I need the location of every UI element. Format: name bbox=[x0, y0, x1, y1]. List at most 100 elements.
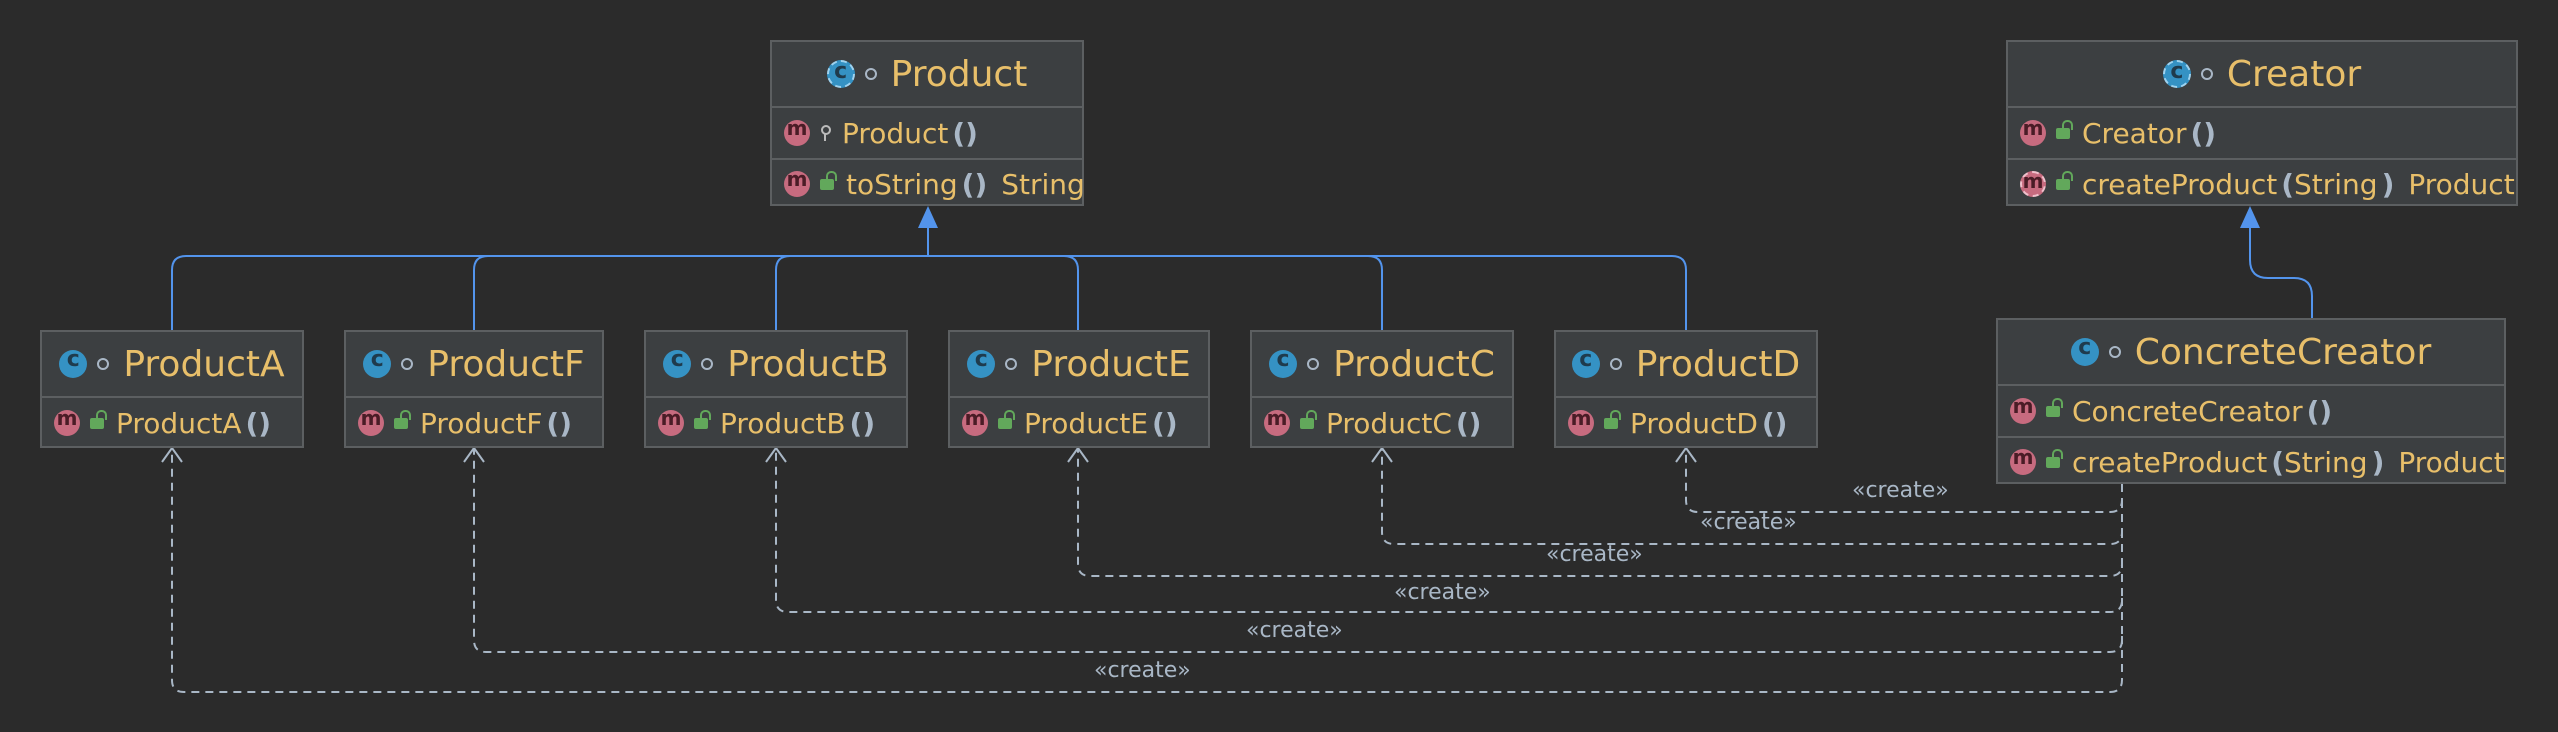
method-name: ProductB bbox=[720, 406, 846, 440]
dep-label-b: «create» bbox=[1394, 580, 1491, 605]
method-row[interactable]: toString() String bbox=[772, 160, 1085, 208]
dep-label-e: «create» bbox=[1546, 542, 1643, 567]
class-creator[interactable]: Creator Creator() createProduct(String) … bbox=[2006, 40, 2518, 206]
class-header: ProductB bbox=[646, 332, 906, 398]
class-concrete-creator[interactable]: ConcreteCreator ConcreteCreator() create… bbox=[1996, 318, 2506, 484]
class-icon bbox=[1269, 347, 1298, 378]
class-name: ProductA bbox=[123, 343, 285, 385]
paren-open: ( bbox=[2281, 167, 2294, 201]
dep-arrow-e bbox=[1067, 446, 1089, 463]
method-icon bbox=[784, 116, 810, 146]
return-type: Product bbox=[2398, 445, 2505, 479]
paren-open: ( bbox=[2271, 445, 2284, 479]
class-icon bbox=[663, 347, 692, 378]
lock-open-icon bbox=[694, 409, 711, 429]
class-header: ConcreteCreator bbox=[1998, 320, 2504, 386]
class-product-e[interactable]: ProductE ProductE() bbox=[948, 330, 1210, 448]
method-row[interactable]: ProductD() bbox=[1556, 398, 1816, 448]
method-icon bbox=[2010, 394, 2036, 424]
inherit-edge-e bbox=[1063, 255, 1079, 330]
class-icon bbox=[1571, 347, 1600, 378]
parens: () bbox=[1152, 406, 1178, 440]
class-name: ProductE bbox=[1031, 343, 1191, 385]
class-header: ProductD bbox=[1556, 332, 1816, 398]
method-name: ProductE bbox=[1024, 406, 1149, 440]
method-row[interactable]: ProductE() bbox=[950, 398, 1208, 448]
method-icon bbox=[784, 167, 810, 197]
param-type: String bbox=[2294, 167, 2378, 201]
method-icon bbox=[962, 406, 988, 436]
method-row[interactable]: Creator() bbox=[2008, 108, 2516, 160]
class-product-a[interactable]: ProductA ProductA() bbox=[40, 330, 304, 448]
abstract-class-icon bbox=[2162, 59, 2191, 88]
class-product[interactable]: Product Product() toString() String bbox=[770, 40, 1085, 208]
method-row[interactable]: createProduct(String) Product bbox=[1998, 438, 2505, 486]
method-name: ConcreteCreator bbox=[2072, 394, 2303, 428]
parens: () bbox=[2306, 394, 2333, 428]
method-row[interactable]: ProductC() bbox=[1252, 398, 1512, 448]
dep-label-c: «create» bbox=[1700, 510, 1797, 535]
method-icon bbox=[1264, 406, 1290, 436]
method-icon bbox=[658, 406, 684, 436]
visibility-dot-icon bbox=[701, 358, 714, 370]
inherit-edge-c bbox=[1367, 255, 1383, 330]
visibility-dot-icon bbox=[1005, 358, 1018, 370]
method-name: ProductD bbox=[1630, 406, 1758, 440]
class-header: ProductA bbox=[42, 332, 302, 398]
inherit-edge-concrete bbox=[2249, 220, 2313, 318]
visibility-dot-icon bbox=[2108, 346, 2121, 358]
class-header: ProductE bbox=[950, 332, 1208, 398]
method-name: Product bbox=[842, 116, 949, 150]
class-header: ProductF bbox=[346, 332, 602, 398]
lock-open-icon bbox=[2056, 170, 2073, 190]
method-name: toString bbox=[846, 167, 958, 201]
method-name: Creator bbox=[2082, 116, 2187, 150]
inherit-arrow-product bbox=[918, 206, 938, 228]
key-icon bbox=[820, 125, 831, 141]
method-row[interactable]: ConcreteCreator() bbox=[1998, 386, 2504, 438]
class-product-c[interactable]: ProductC ProductC() bbox=[1250, 330, 1514, 448]
method-name: ProductA bbox=[116, 406, 242, 440]
dep-arrow-f bbox=[463, 446, 485, 463]
parens: () bbox=[1761, 406, 1788, 440]
dep-label-a: «create» bbox=[1094, 658, 1191, 683]
dep-label-d: «create» bbox=[1852, 478, 1949, 503]
parens: () bbox=[2190, 116, 2217, 150]
abstract-class-icon bbox=[826, 59, 855, 88]
class-product-f[interactable]: ProductF ProductF() bbox=[344, 330, 604, 448]
inherit-arrow-creator bbox=[2240, 206, 2260, 228]
class-icon bbox=[363, 347, 392, 378]
method-row[interactable]: ProductB() bbox=[646, 398, 906, 448]
class-name: ProductC bbox=[1333, 343, 1495, 385]
abstract-method-icon bbox=[2020, 169, 2046, 197]
class-header: ProductC bbox=[1252, 332, 1512, 398]
parens: () bbox=[1455, 406, 1482, 440]
lock-open-icon bbox=[1300, 409, 1317, 429]
paren-close: ) bbox=[2381, 167, 2395, 201]
method-icon bbox=[2020, 116, 2046, 146]
parens: () bbox=[952, 116, 978, 150]
inheritance-edges bbox=[171, 220, 2313, 330]
method-name: ProductC bbox=[1326, 406, 1452, 440]
method-row[interactable]: ProductF() bbox=[346, 398, 602, 448]
class-icon bbox=[967, 347, 996, 378]
class-product-d[interactable]: ProductD ProductD() bbox=[1554, 330, 1818, 448]
class-product-b[interactable]: ProductB ProductB() bbox=[644, 330, 908, 448]
class-header: Creator bbox=[2008, 42, 2516, 108]
method-row[interactable]: ProductA() bbox=[42, 398, 302, 448]
lock-open-icon bbox=[2046, 448, 2063, 468]
dep-arrow-c bbox=[1371, 446, 1393, 463]
dependency-edges bbox=[171, 448, 2123, 693]
method-icon bbox=[54, 406, 80, 436]
visibility-dot-icon bbox=[864, 68, 877, 80]
visibility-dot-icon bbox=[2200, 68, 2213, 80]
class-icon bbox=[2070, 335, 2099, 366]
lock-open-icon bbox=[998, 409, 1015, 429]
return-type: Product bbox=[2408, 167, 2515, 201]
parens: () bbox=[961, 167, 988, 201]
dep-arrow-a bbox=[161, 446, 183, 463]
class-name: Creator bbox=[2226, 53, 2362, 95]
method-row[interactable]: createProduct(String) Product bbox=[2008, 160, 2516, 208]
method-row[interactable]: Product() bbox=[772, 108, 1082, 160]
